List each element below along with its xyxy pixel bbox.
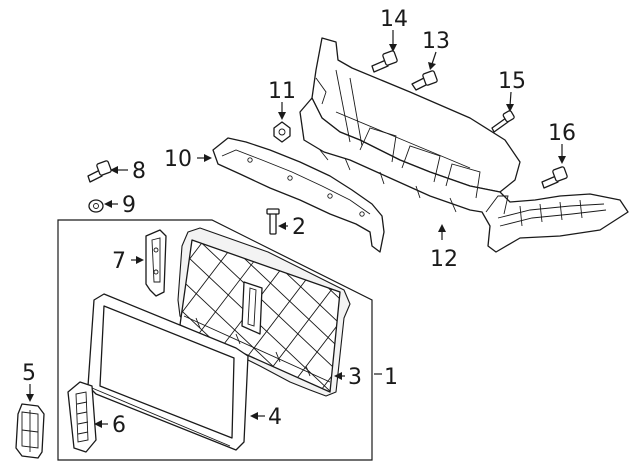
part-13-bolt [411, 70, 438, 91]
callout-labels: 14 13 15 16 11 10 8 9 2 12 7 3 1 4 6 5 [22, 7, 576, 438]
part-15-screw [491, 110, 515, 133]
part-12-upper-support [299, 37, 629, 253]
callout-2: 2 [292, 215, 306, 240]
callout-13: 13 [422, 29, 450, 54]
callout-14: 14 [380, 7, 408, 32]
callout-9: 9 [122, 193, 136, 218]
part-7-clip [145, 229, 167, 297]
callout-5: 5 [22, 361, 36, 386]
part-3-grille [177, 227, 351, 397]
callout-10: 10 [164, 147, 192, 172]
part-5-emblem [15, 403, 45, 459]
assembly-box [57, 219, 373, 461]
part-8-bolt [87, 160, 112, 183]
part-11-nut [273, 121, 291, 143]
part-4-bezel [87, 293, 249, 451]
callout-15: 15 [498, 69, 526, 94]
part-2-stud [266, 208, 280, 235]
callout-3: 3 [348, 365, 362, 390]
callout-16: 16 [548, 121, 576, 146]
callout-1: 1 [384, 365, 398, 390]
callout-8: 8 [132, 159, 146, 184]
part-10-bracket [212, 137, 385, 253]
callout-6: 6 [112, 413, 126, 438]
callout-7: 7 [112, 249, 126, 274]
part-6-insert [67, 381, 97, 453]
callout-4: 4 [268, 405, 282, 430]
callout-11: 11 [268, 79, 296, 104]
leader-lines [26, 30, 566, 428]
part-16-bolt [541, 166, 568, 189]
part-9-nut [88, 199, 104, 213]
part-14-bolt [371, 50, 398, 73]
callout-12: 12 [430, 247, 458, 272]
